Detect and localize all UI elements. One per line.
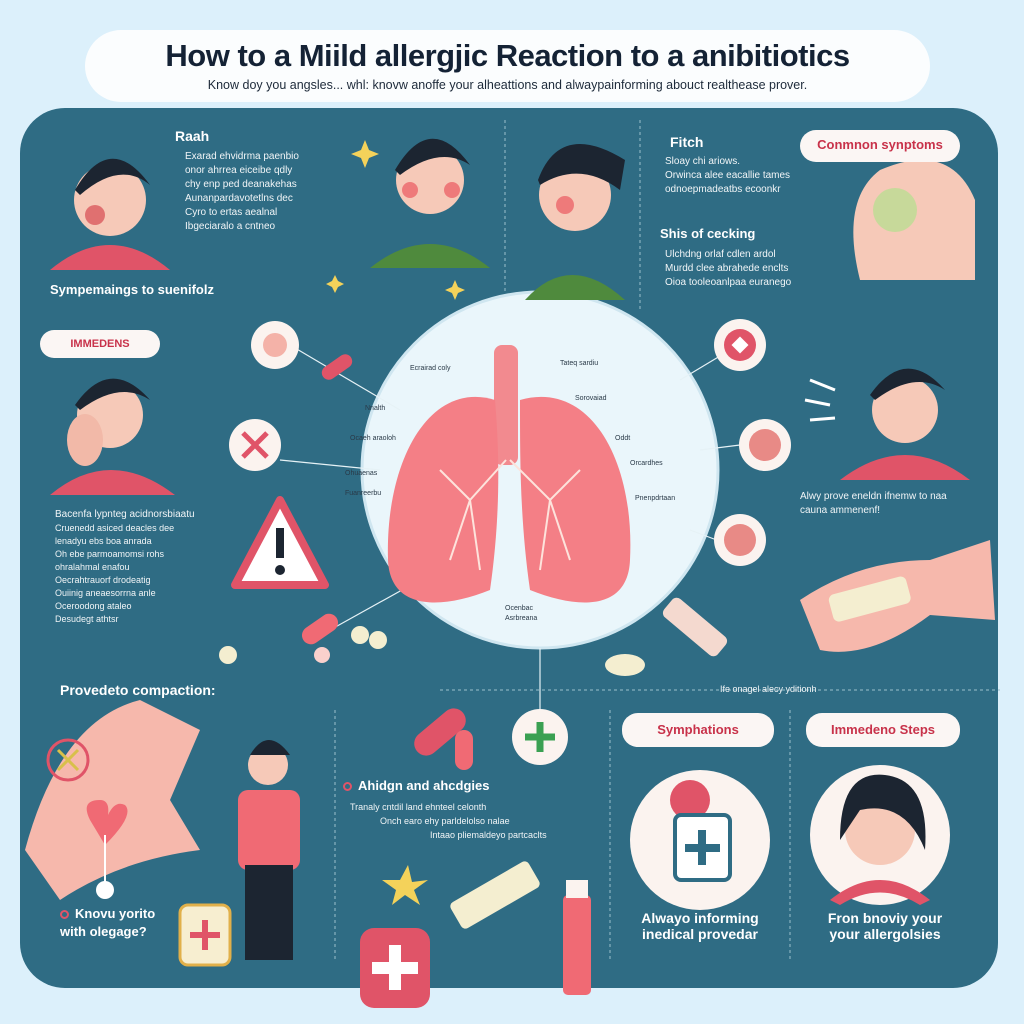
no-sign-icon: [46, 738, 90, 782]
allergen-item: Intaao pliemaldeyo partcaclts: [430, 830, 547, 840]
allergen-item: Onch earo ehy parldelolso nalae: [380, 816, 510, 826]
medicine-bottle: [178, 903, 232, 967]
symptoms-label: Sympemaings to suenifolz: [50, 282, 214, 297]
know-label: Knovu yorito with olegage?: [60, 906, 156, 939]
hand-heart: [25, 700, 200, 900]
standing-person: [238, 740, 300, 960]
lung-labels: Ecrairad coly Nnalth Ocaeh araoloh Ohuae…: [345, 360, 735, 622]
lung-label: Oddt: [615, 435, 631, 442]
person-worried-face: [370, 138, 490, 268]
immediate-item: Ouiinig aneaesorrna anle: [55, 588, 156, 598]
skin-circle-icon: [739, 419, 791, 471]
warning-triangle-icon: [231, 496, 329, 589]
x-circle-icon: [229, 419, 281, 471]
cream-tube: [662, 597, 728, 657]
head-profile-icon: [853, 160, 975, 280]
pills: [219, 354, 645, 770]
lung-label: Ecrairad coly: [410, 365, 451, 372]
plus-circle-icon: [512, 709, 568, 765]
lung-label: Asrbreana: [505, 615, 538, 622]
medicine-circle: [630, 770, 770, 910]
immediate-intro: Bacenfa lypnteg acidnorsbiaatu: [55, 509, 195, 520]
page-subtitle: Know doy you angsles... whl: knovw anoff…: [207, 78, 808, 92]
rash-item: Ibgeciaralo a cntneo: [185, 221, 276, 232]
hand-with-tube: [800, 540, 995, 652]
skin-circle-icon-2: [714, 514, 766, 566]
itch-item: Orwinca alee eacallie tames: [665, 170, 791, 181]
steps-pill: Immedeno Steps: [806, 713, 960, 747]
immediate-item: Cruenedd asiced deacles dee: [55, 523, 175, 533]
immediate-item: Oceroodong ataleo: [55, 601, 132, 611]
immediate-item: ohralahmal enafou: [55, 562, 130, 572]
person-dizzy-face: [804, 368, 970, 480]
lung-label: Sorovaiad: [575, 395, 607, 402]
swelling-item: Ulchdng orlaf cdlen ardol: [665, 249, 776, 260]
swelling-item: Oioa tooleoanlpaa euranego: [665, 277, 792, 288]
lung-label: Nnalth: [365, 405, 386, 412]
inform-text: Alwayo informing inedical provedar: [641, 910, 759, 942]
allergens-title: Ahidgn and ahcdgies: [358, 778, 490, 793]
immediate-list: Cruenedd asiced deacles dee lenadyu ebs …: [55, 522, 265, 626]
immediate-item: Oh ebe parmoamomsi rohs: [55, 549, 165, 559]
target-circle-icon: [714, 319, 766, 371]
allergens-list: Tranaly cntdil land ehnteel celonth Onch…: [350, 800, 580, 842]
immediate-item: Desudegt athtsr: [55, 614, 119, 624]
lung-label: Pnenpdrtaan: [635, 495, 676, 502]
person-rash-face: [50, 158, 170, 270]
person-coughing-face: [50, 378, 175, 495]
person-profile-face: [525, 144, 625, 300]
title-banner: How to a Miild allergjic Reaction to a a…: [85, 30, 930, 102]
allergens-heading: Ahidgn and ahcdgies: [343, 778, 489, 793]
know-text: Knovu yorito with olegage?: [60, 905, 175, 941]
itch-list: Sloay chi ariows. Orwinca alee eacallie …: [665, 155, 825, 197]
sparkle-icon: [382, 865, 428, 905]
dividers: [334, 120, 1000, 960]
allergen-item: Tranaly cntdil land ehnteel celonth: [350, 802, 487, 812]
lung-label: Ocenbac: [505, 605, 534, 612]
first-aid-box: [360, 928, 430, 1008]
bullet-icon: [60, 910, 69, 920]
middle-note: Ife onagel alecy yditionh: [720, 684, 817, 694]
alert-text: Alwy prove eneldn ifnemw to naa cauna am…: [800, 491, 947, 516]
immediate-item: lenadyu ebs boa anrada: [55, 536, 152, 546]
rash-item: Cyro to ertas aealnal: [185, 207, 278, 218]
swelling-item: Murdd clee abrahede enclts: [665, 263, 789, 274]
itch-heading: Fitch: [670, 134, 704, 150]
lung-label: Fuanreerbu: [345, 490, 382, 497]
itch-item: odnoepmadeatbs ecoonkr: [665, 184, 781, 195]
symptoms-pill: Symphations: [622, 713, 774, 747]
bullet-icon: [343, 782, 352, 792]
rash-item: chy enp ped deanakehas: [185, 179, 297, 190]
rash-item: Exarad ehvidrma paenbio: [185, 151, 299, 162]
lungs-diagram: [279, 290, 741, 710]
lung-label: Ohuaenas: [345, 470, 378, 477]
swelling-list: Ulchdng orlaf cdlen ardol Murdd clee abr…: [665, 248, 835, 290]
allergies-text: Fron bnoviy your your allergolsies: [827, 910, 943, 942]
itch-item: Sloay chi ariows.: [665, 156, 741, 167]
ointment-tube: [450, 861, 540, 929]
immediate-item: Oecrahtrauorf drodeatig: [55, 575, 151, 585]
provide-label: Provedeto compaction:: [60, 682, 216, 698]
rash-item: onor ahrrea eiceibe qdly: [185, 165, 293, 176]
worried-woman-circle: [810, 765, 950, 905]
immediate-pill: IMMEDENS: [40, 330, 160, 358]
common-symptoms-pill: Conmnon synptoms: [800, 130, 960, 162]
rash-list: Exarad ehvidrma paenbio onor ahrrea eice…: [185, 150, 365, 234]
lung-label: Orcardhes: [630, 460, 663, 467]
rash-circle-icon: [251, 321, 299, 369]
spray-bottle: [563, 880, 591, 995]
lung-label: Ocaeh araoloh: [350, 435, 396, 442]
lung-label: Tateq sardiu: [560, 360, 599, 367]
rash-item: Aunanpardavotetlns dec: [185, 193, 293, 204]
stars: [326, 140, 465, 300]
rash-heading: Raah: [175, 128, 210, 144]
page-title: How to a Miild allergjic Reaction to a a…: [165, 38, 850, 73]
swelling-heading: Shis of cecking: [660, 226, 756, 241]
